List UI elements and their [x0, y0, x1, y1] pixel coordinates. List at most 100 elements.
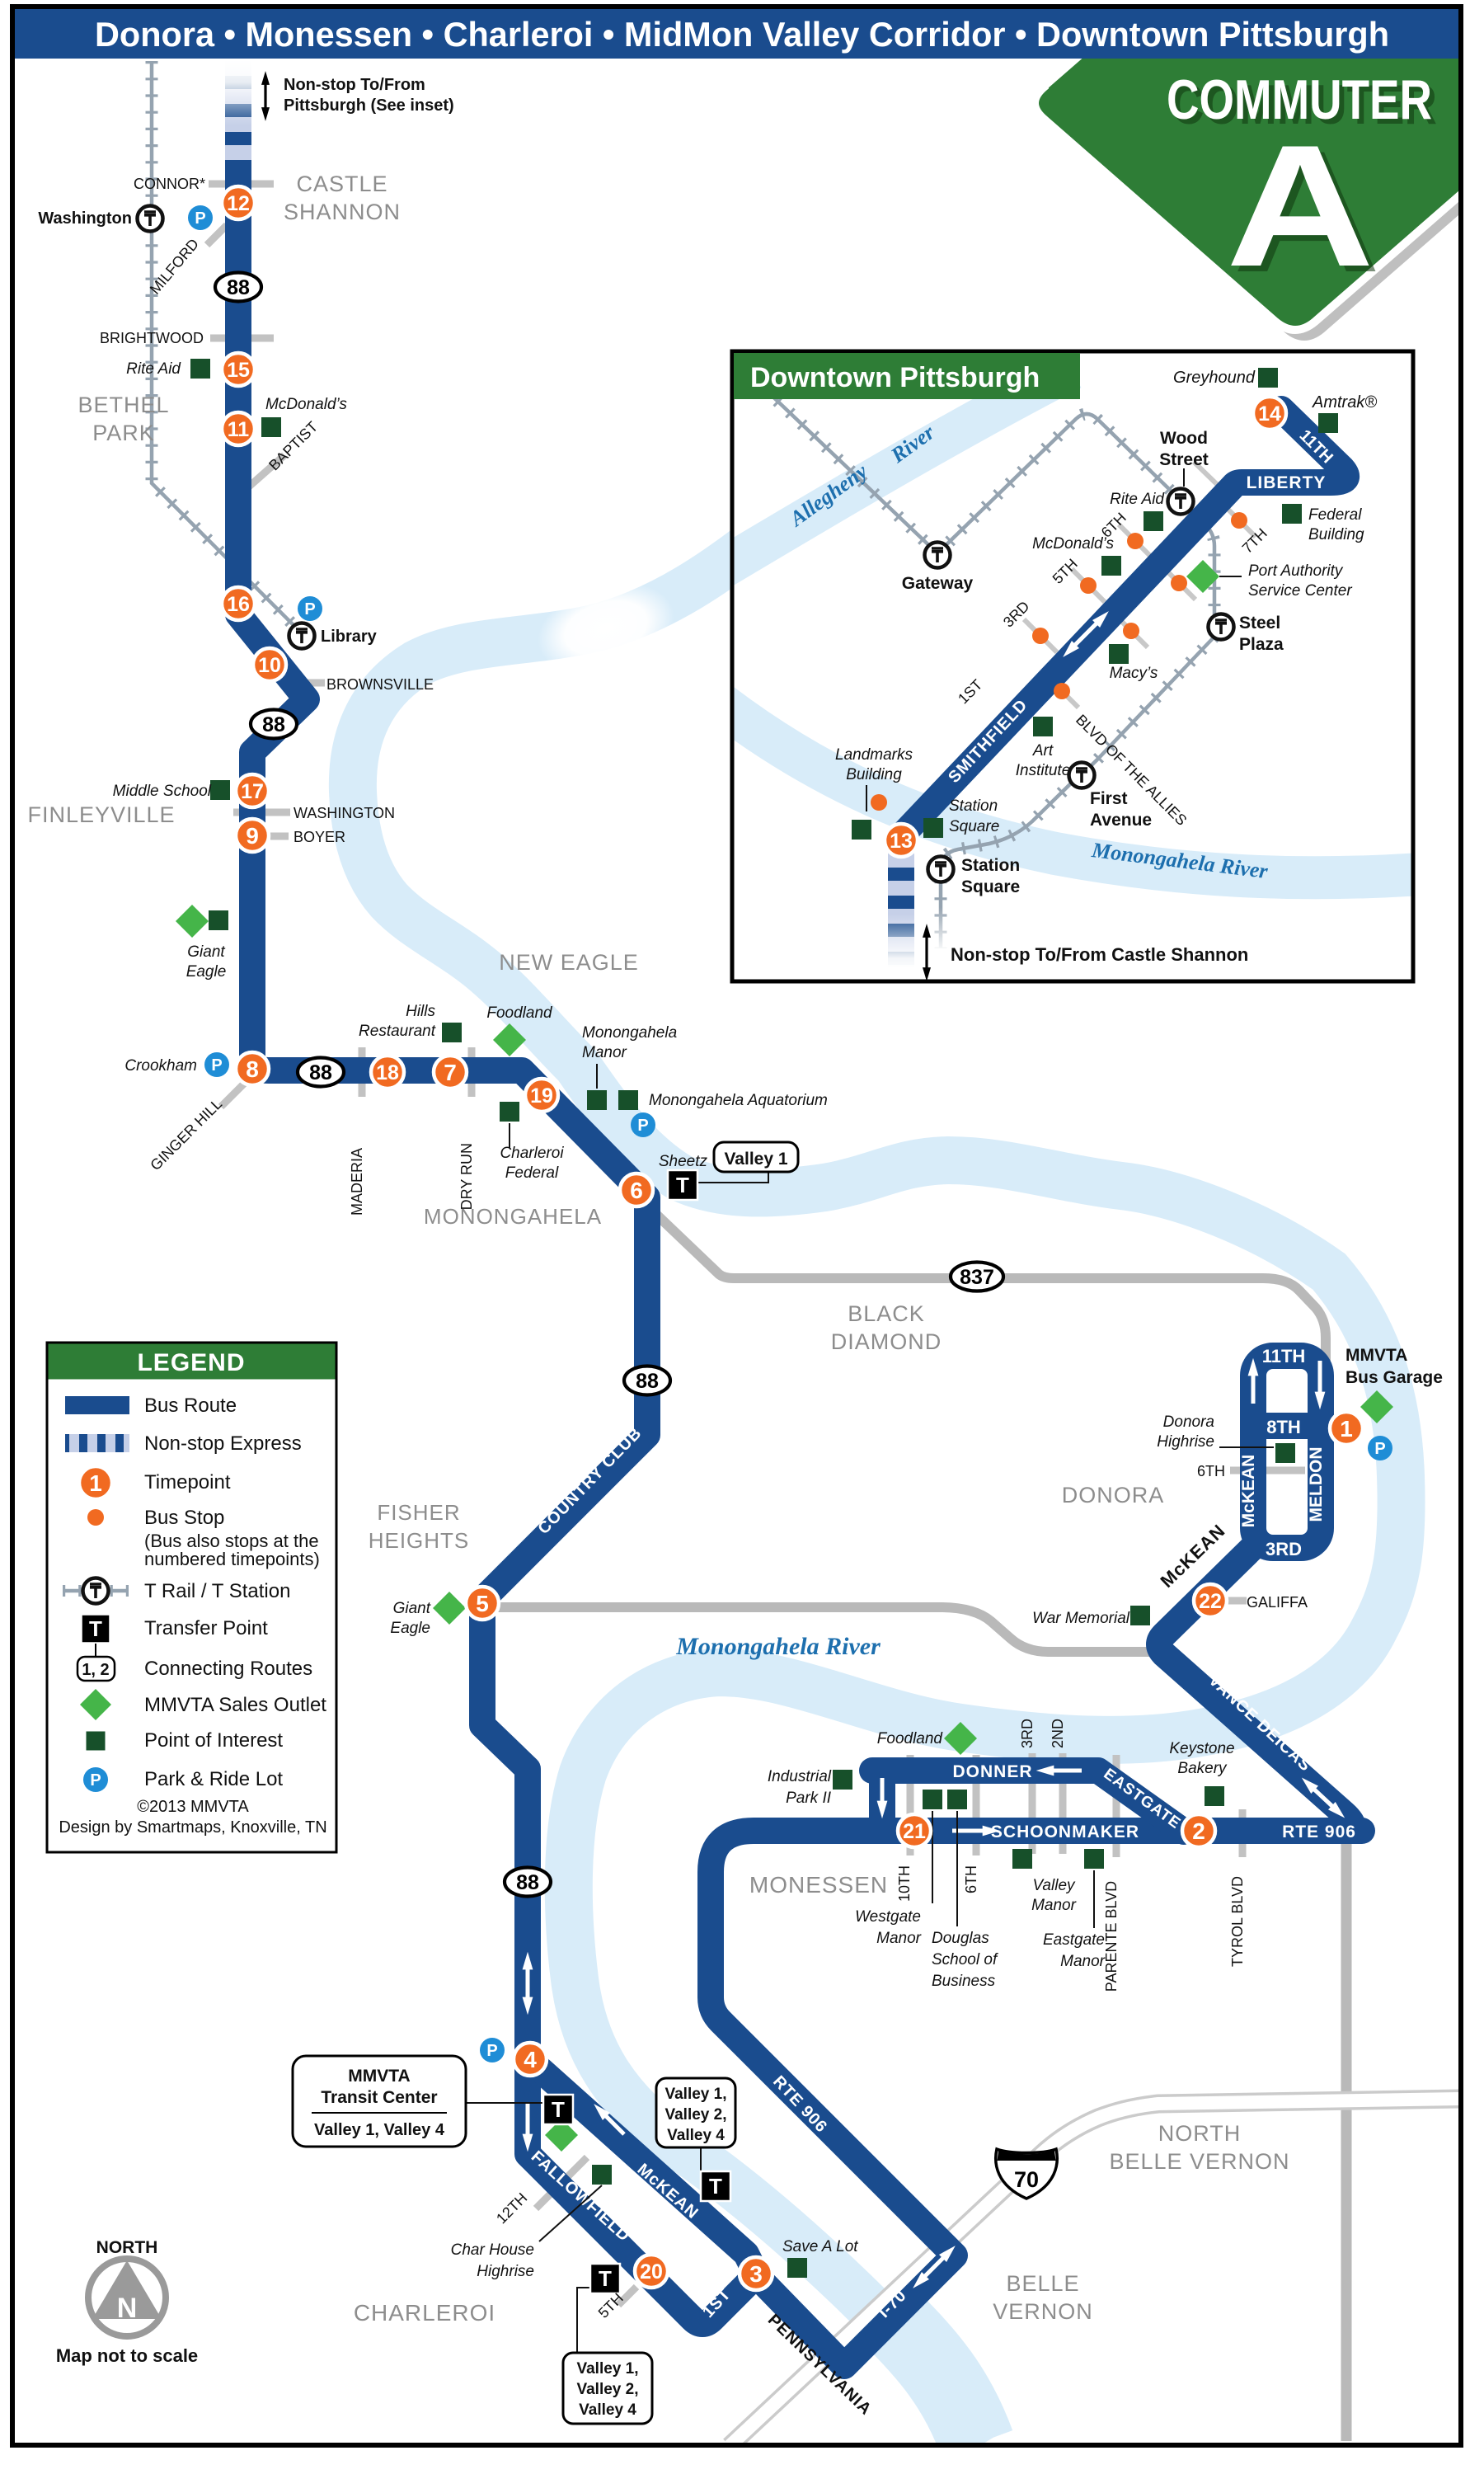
svg-text:Charleroi: Charleroi	[500, 1145, 564, 1162]
svg-text:NEW EAGLE: NEW EAGLE	[499, 950, 639, 975]
svg-text:Save A Lot: Save A Lot	[782, 2238, 858, 2255]
svg-text:P: P	[486, 2042, 497, 2060]
svg-text:13: 13	[890, 830, 913, 853]
svg-text:Manor: Manor	[876, 1930, 922, 1947]
svg-text:MONESSEN: MONESSEN	[749, 1872, 888, 1898]
svg-text:Bakery: Bakery	[1177, 1760, 1228, 1777]
svg-text:Service Center: Service Center	[1248, 582, 1352, 600]
svg-text:5: 5	[476, 1591, 489, 1616]
svg-text:T: T	[89, 1616, 102, 1641]
svg-text:88: 88	[516, 1871, 539, 1894]
svg-text:SHANNON: SHANNON	[284, 200, 401, 224]
svg-text:Douglas: Douglas	[932, 1930, 989, 1947]
svg-text:BELLE: BELLE	[1006, 2271, 1079, 2296]
svg-text:CHARLEROI: CHARLEROI	[354, 2300, 495, 2326]
svg-text:14: 14	[1258, 402, 1281, 426]
svg-text:Art: Art	[1032, 742, 1054, 760]
svg-text:MADERIA: MADERIA	[349, 1148, 365, 1216]
svg-text:CASTLE: CASTLE	[296, 172, 387, 196]
svg-text:Building: Building	[1308, 526, 1364, 543]
svg-text:T: T	[552, 2097, 565, 2122]
svg-text:Giant: Giant	[187, 943, 225, 961]
svg-text:10TH: 10TH	[896, 1865, 913, 1902]
svg-text:RTE 906: RTE 906	[1282, 1823, 1356, 1841]
svg-text:12: 12	[227, 192, 250, 215]
svg-text:3RD: 3RD	[1019, 1719, 1036, 1748]
svg-text:Sheetz: Sheetz	[659, 1153, 708, 1170]
svg-text:McKEAN: McKEAN	[1239, 1455, 1258, 1528]
svg-text:DONNER: DONNER	[952, 1762, 1032, 1781]
svg-text:Hills: Hills	[406, 1003, 435, 1020]
svg-text:MMVTA: MMVTA	[1345, 1346, 1407, 1365]
svg-text:1: 1	[89, 1470, 102, 1496]
svg-text:(Bus also stops at the: (Bus also stops at the	[144, 1531, 319, 1551]
svg-text:Valley 1: Valley 1	[724, 1150, 787, 1169]
svg-text:P: P	[195, 209, 205, 228]
svg-text:Downtown Pittsburgh: Downtown Pittsburgh	[750, 362, 1040, 393]
svg-text:T: T	[599, 2266, 612, 2291]
svg-text:8: 8	[246, 1056, 259, 1082]
svg-text:Business: Business	[932, 1973, 996, 1990]
svg-text:Point of Interest: Point of Interest	[144, 1729, 283, 1752]
svg-text:22: 22	[1199, 1590, 1222, 1613]
svg-text:Steel: Steel	[1239, 614, 1280, 633]
svg-text:16: 16	[227, 593, 250, 616]
svg-text:FISHER: FISHER	[377, 1500, 460, 1525]
svg-text:BRIGHTWOOD: BRIGHTWOOD	[100, 330, 204, 346]
svg-text:Transfer Point: Transfer Point	[144, 1617, 268, 1639]
svg-text:NORTH: NORTH	[96, 2238, 158, 2257]
svg-text:T: T	[709, 2174, 722, 2199]
svg-text:Monongahela Aquatorium: Monongahela Aquatorium	[649, 1092, 828, 1109]
svg-text:Station: Station	[949, 797, 998, 815]
svg-text:COMMUTER: COMMUTER	[1172, 73, 1437, 136]
svg-text:WASHINGTON: WASHINGTON	[294, 805, 395, 821]
svg-text:Federal: Federal	[1308, 506, 1362, 524]
svg-text:T: T	[676, 1173, 689, 1197]
svg-text:A: A	[1233, 115, 1381, 308]
svg-text:P: P	[211, 1056, 222, 1075]
svg-text:10: 10	[258, 654, 281, 677]
svg-text:Rite Aid: Rite Aid	[126, 360, 181, 378]
svg-text:Valley 4: Valley 4	[667, 2127, 725, 2144]
svg-text:P: P	[90, 1771, 101, 1790]
svg-text:3RD: 3RD	[1266, 1539, 1302, 1559]
svg-text:Bus Stop: Bus Stop	[144, 1507, 224, 1529]
svg-text:Restaurant: Restaurant	[359, 1023, 436, 1040]
svg-text:School of: School of	[932, 1951, 998, 1968]
svg-text:Port Authority: Port Authority	[1248, 562, 1344, 580]
svg-text:21: 21	[903, 1820, 926, 1843]
svg-text:Gateway: Gateway	[902, 574, 974, 593]
svg-text:8TH: 8TH	[1266, 1417, 1301, 1437]
svg-text:20: 20	[640, 2260, 663, 2284]
svg-text:Crookham: Crookham	[124, 1057, 197, 1075]
svg-text:MELDON: MELDON	[1307, 1447, 1326, 1522]
svg-text:70: 70	[1014, 2167, 1039, 2192]
svg-text:LEGEND: LEGEND	[137, 1349, 245, 1376]
svg-text:Valley 1,: Valley 1,	[665, 2086, 726, 2103]
svg-text:MMVTA: MMVTA	[348, 2067, 410, 2086]
svg-text:7: 7	[444, 1060, 457, 1085]
svg-text:Washington: Washington	[38, 209, 132, 228]
svg-text:15: 15	[227, 359, 250, 382]
svg-text:Manor: Manor	[582, 1044, 627, 1061]
svg-text:Westgate: Westgate	[855, 1908, 921, 1926]
svg-text:1, 2: 1, 2	[82, 1661, 109, 1679]
svg-text:Macy’s: Macy’s	[1110, 665, 1158, 682]
svg-text:Valley: Valley	[1032, 1877, 1076, 1894]
svg-text:Industrial: Industrial	[768, 1768, 832, 1785]
svg-text:MMVTA Sales Outlet: MMVTA Sales Outlet	[144, 1694, 326, 1716]
svg-text:Transit Center: Transit Center	[321, 2088, 437, 2107]
svg-text:Non-stop Express: Non-stop Express	[144, 1432, 302, 1455]
svg-text:BROWNSVILLE: BROWNSVILLE	[326, 676, 434, 693]
svg-text:PARK: PARK	[92, 421, 155, 445]
svg-text:Park II: Park II	[786, 1790, 832, 1807]
svg-text:Landmarks: Landmarks	[835, 746, 913, 764]
svg-text:HEIGHTS: HEIGHTS	[369, 1528, 470, 1553]
svg-text:Library: Library	[321, 628, 378, 646]
svg-text:A: A	[1226, 109, 1374, 303]
svg-text:Valley 2,: Valley 2,	[665, 2106, 726, 2124]
svg-text:BOYER: BOYER	[294, 829, 345, 845]
svg-text:Monongahela: Monongahela	[582, 1024, 677, 1042]
svg-text:Square: Square	[949, 818, 999, 835]
svg-text:Design by Smartmaps, Knoxville: Design by Smartmaps, Knoxville, TN	[59, 1818, 326, 1837]
